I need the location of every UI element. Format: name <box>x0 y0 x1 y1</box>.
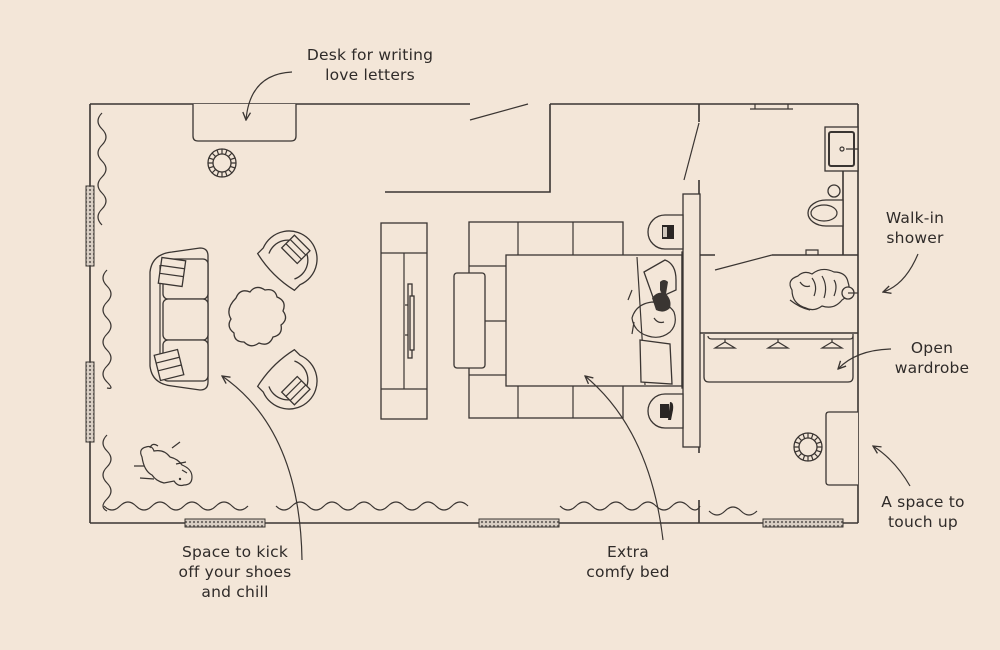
flower-rug-icon <box>228 286 287 347</box>
curtain-bottom-1 <box>103 501 249 511</box>
sleeping-person-icon <box>627 280 676 338</box>
label-lounge: Space to kick off your shoes and chill <box>178 543 292 601</box>
vent <box>750 104 793 110</box>
toilet-icon <box>807 184 844 227</box>
window-bottom-1 <box>184 518 266 528</box>
sleeping-dog-icon <box>134 441 193 487</box>
vanity-table-icon <box>825 411 858 486</box>
nightstand-icon <box>647 393 684 429</box>
armchair-icon <box>256 348 318 410</box>
hanger-icon <box>765 339 791 349</box>
sink-icon <box>824 126 859 172</box>
curtain-bottom-2 <box>275 501 469 511</box>
curtains <box>97 112 758 516</box>
door-leaf-shower <box>714 254 773 271</box>
pillow-icon <box>639 259 677 385</box>
label-bed: Extra comfy bed <box>586 543 670 581</box>
armchair-icon <box>256 230 318 292</box>
closet-wall <box>385 104 551 193</box>
tv-console-icon <box>380 222 428 420</box>
curtain-left-upper <box>97 112 107 226</box>
cushion-icon <box>157 256 187 288</box>
door-leaf-bath <box>683 122 700 181</box>
arrow-shower <box>883 253 919 292</box>
arrow-vanity <box>873 446 911 487</box>
bed-wall-panel <box>682 193 701 448</box>
window-left-upper <box>85 185 95 267</box>
round-stool-icon <box>207 148 237 178</box>
nightstand-icon <box>647 214 684 250</box>
curtain-left-lower <box>102 434 112 512</box>
shower-person-icon <box>789 268 858 311</box>
window-bottom-3 <box>762 518 844 528</box>
arrow-wardrobe <box>838 348 892 369</box>
label-wardrobe: Open wardrobe <box>894 339 970 377</box>
cushion-icon <box>153 348 185 382</box>
sofa-icon <box>149 247 209 391</box>
annotation-arrows <box>222 71 919 561</box>
label-shower: Walk-in shower <box>885 209 945 247</box>
double-bed-icon <box>453 221 689 419</box>
label-vanity: A space to touch up <box>881 493 965 531</box>
curtain-bottom-4 <box>708 506 758 516</box>
hanger-icon <box>819 339 845 349</box>
round-stool-icon <box>793 432 823 462</box>
window-left-lower <box>85 361 95 443</box>
arrow-desk <box>246 71 293 120</box>
label-desk: Desk for writing love letters <box>306 46 434 84</box>
arrow-lounge <box>222 376 303 561</box>
door-leaf-closet <box>469 103 529 121</box>
drain <box>805 249 819 255</box>
windows <box>85 185 844 528</box>
hanger-icon <box>712 339 738 349</box>
window-bottom-2 <box>478 518 560 528</box>
arrow-bed <box>585 376 664 541</box>
open-wardrobe-icon <box>703 334 854 383</box>
curtain-bottom-3 <box>559 501 701 511</box>
curtain-left-mid <box>102 269 112 389</box>
bench-icon <box>453 272 486 369</box>
desk-icon <box>192 104 297 142</box>
